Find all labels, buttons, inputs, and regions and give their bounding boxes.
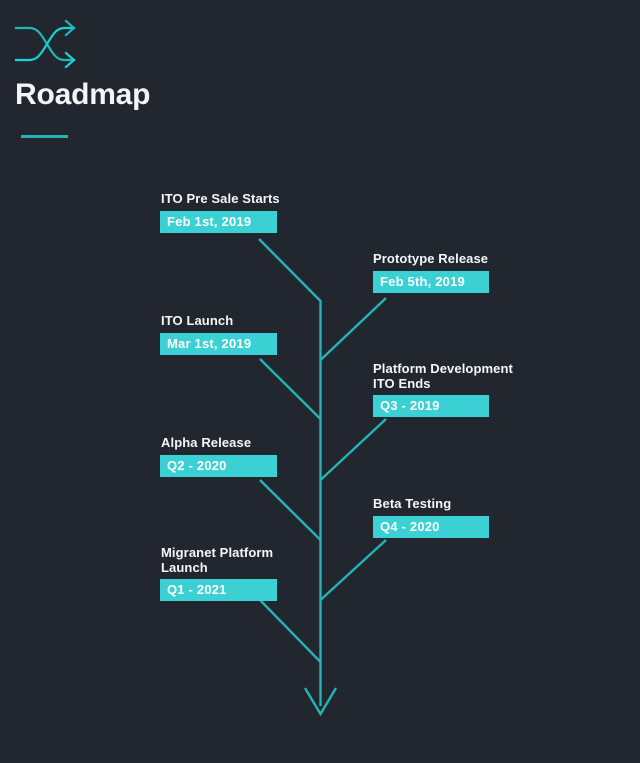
- branch-platform-development-ito-ends: [319, 418, 387, 481]
- branch-alpha-release: [259, 479, 322, 541]
- branch-ito-launch: [259, 358, 322, 420]
- milestone-ito-pre-sale-starts[interactable]: ITO Pre Sale Starts Feb 1st, 2019: [160, 191, 280, 233]
- milestone-migranet-platform-launch[interactable]: Migranet Platform Launch Q1 - 2021: [160, 545, 277, 601]
- milestone-prototype-release[interactable]: Prototype Release Feb 5th, 2019: [373, 251, 489, 293]
- slide-header: Roadmap: [0, 0, 640, 160]
- milestone-title: Alpha Release: [161, 435, 252, 450]
- page-title: Roadmap: [15, 78, 151, 111]
- shuffle-arrows-icon: [14, 19, 80, 69]
- milestone-beta-testing[interactable]: Beta Testing Q4 - 2020: [373, 496, 489, 538]
- branch-migranet-platform-launch: [259, 599, 322, 663]
- milestone-title: Prototype Release: [373, 251, 489, 266]
- branch-ito-pre-sale-starts: [258, 238, 322, 302]
- milestone-title: Platform Development ITO Ends: [373, 361, 513, 391]
- milestone-date-badge: Feb 1st, 2019: [160, 210, 277, 233]
- milestone-platform-development-ito-ends[interactable]: Platform Development ITO Ends Q3 - 2019: [373, 361, 513, 417]
- milestone-date-badge: Q4 - 2020: [373, 515, 489, 538]
- milestone-title: ITO Launch: [161, 313, 234, 328]
- milestone-title: Beta Testing: [373, 496, 452, 511]
- branch-beta-testing: [319, 539, 387, 601]
- milestone-alpha-release[interactable]: Alpha Release Q2 - 2020: [160, 435, 277, 477]
- milestone-title: ITO Pre Sale Starts: [161, 191, 280, 206]
- branch-prototype-release: [319, 297, 387, 361]
- milestone-title: Migranet Platform Launch: [161, 545, 274, 575]
- milestone-date-badge: Mar 1st, 2019: [160, 332, 277, 355]
- milestone-date-badge: Feb 5th, 2019: [373, 270, 489, 293]
- milestone-date-badge: Q1 - 2021: [160, 579, 277, 601]
- milestone-ito-launch[interactable]: ITO Launch Mar 1st, 2019: [160, 313, 277, 355]
- title-underline-rule: [21, 135, 68, 138]
- milestone-date-badge: Q3 - 2019: [373, 395, 489, 417]
- milestone-date-badge: Q2 - 2020: [160, 454, 277, 477]
- timeline-arrowhead: [303, 687, 338, 717]
